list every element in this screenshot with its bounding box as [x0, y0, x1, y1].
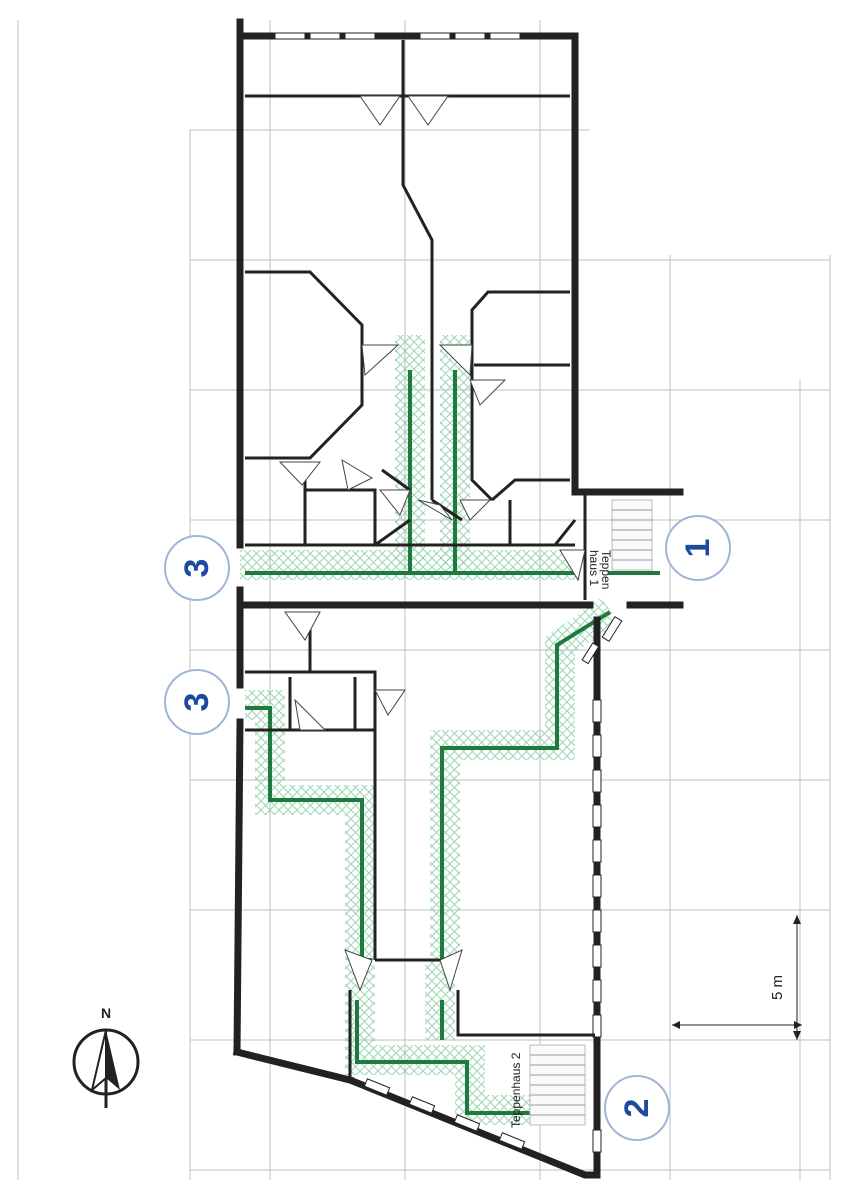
exit-marker-2: 2 — [604, 1075, 670, 1141]
doors — [278, 95, 586, 992]
stairwell-1-label-line2: haus 1 — [587, 550, 601, 586]
north-arrow: N — [72, 1005, 140, 1108]
exit-number: 3 — [178, 693, 216, 712]
exit-number: 3 — [178, 559, 216, 578]
exit-number: 1 — [679, 539, 717, 558]
north-label: N — [101, 1005, 111, 1021]
escape-zone-hatching — [240, 335, 619, 1125]
scale-bar: 5 m — [672, 915, 802, 1040]
windows — [274, 32, 623, 1153]
stairwell-2-label: Teppenhaus 2 — [509, 1052, 523, 1128]
exit-marker-3-upper: 3 — [164, 535, 230, 601]
stairwell-1-label-line1: Teppen — [599, 550, 613, 589]
stairwell-1 — [611, 499, 653, 571]
exit-marker-3-lower: 3 — [164, 669, 230, 735]
stairwell-2 — [529, 1044, 586, 1126]
grid-lines — [17, 20, 831, 1180]
exit-marker-1: 1 — [665, 515, 731, 581]
scale-label: 5 m — [769, 975, 786, 1000]
exit-number: 2 — [618, 1099, 656, 1118]
